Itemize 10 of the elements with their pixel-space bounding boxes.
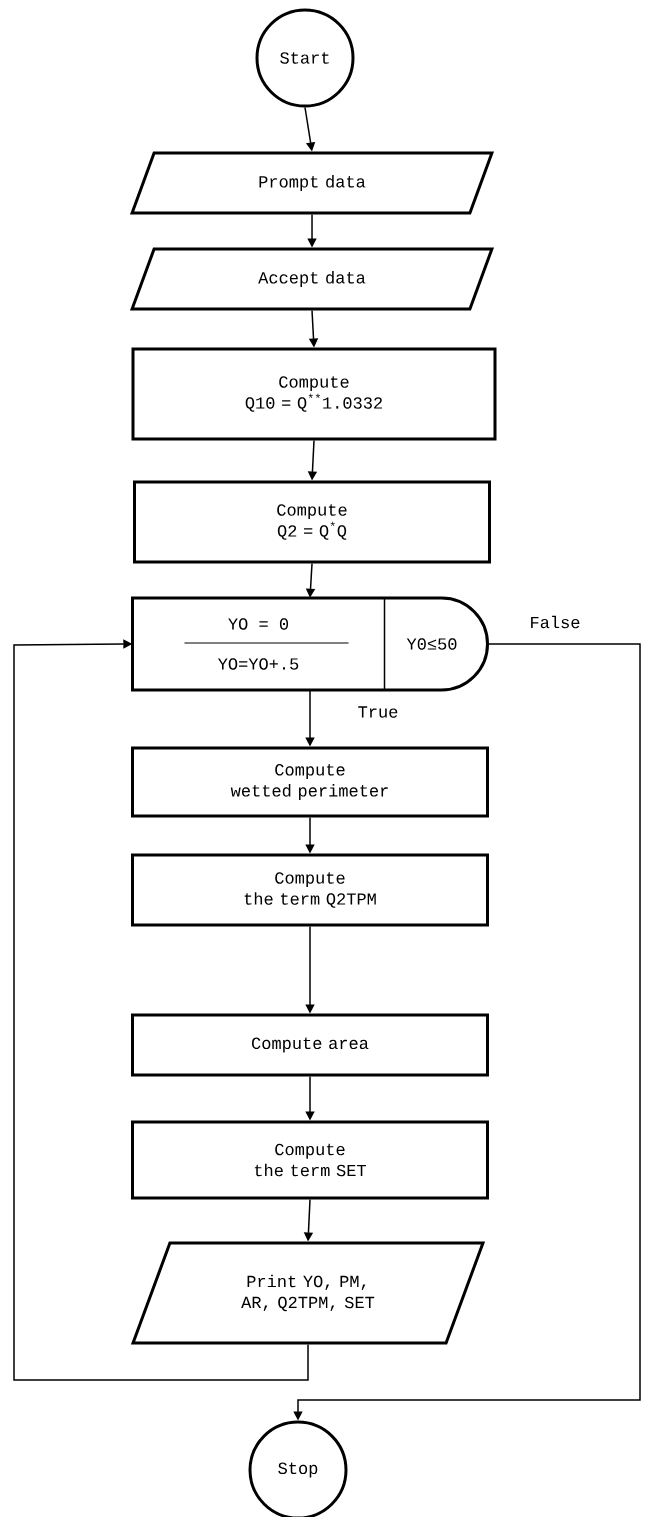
process-box: Compute Q2 = Q$^{*}$Q [133,480,491,564]
process-box: Compute Q10 = Q$^{**}$1.0332 [131,347,497,441]
process-box: Compute area [131,1013,489,1077]
loop-box: YO = 0 YO=YO+.5 Y0≤50 [131,596,489,692]
edge-label: False [528,614,582,630]
process-box: Compute the term SET [131,1120,489,1200]
arrow [13,639,309,1381]
edge-label: True [356,705,400,719]
process-box: Compute wetted perimeter [131,746,489,818]
process-box: Compute the term Q2TPM [131,853,489,927]
